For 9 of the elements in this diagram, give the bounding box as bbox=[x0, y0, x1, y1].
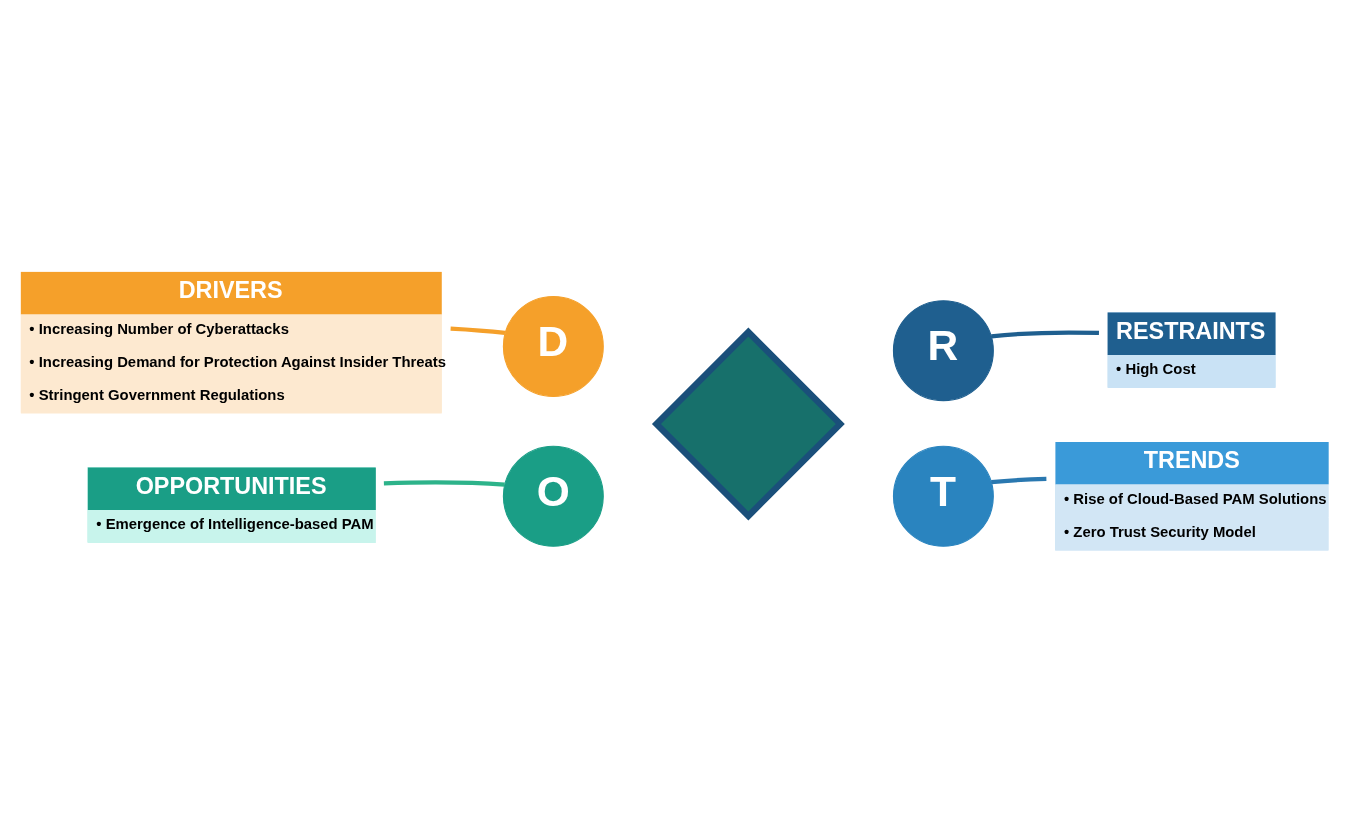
node-circle: T bbox=[892, 445, 994, 547]
node-circle: O bbox=[502, 445, 604, 547]
connector bbox=[450, 326, 506, 336]
node-diamond bbox=[651, 327, 845, 521]
connector bbox=[991, 476, 1047, 485]
node-circle: R bbox=[892, 300, 994, 402]
connector bbox=[991, 330, 1099, 339]
node-circle: D bbox=[502, 295, 604, 397]
connector bbox=[383, 480, 505, 487]
